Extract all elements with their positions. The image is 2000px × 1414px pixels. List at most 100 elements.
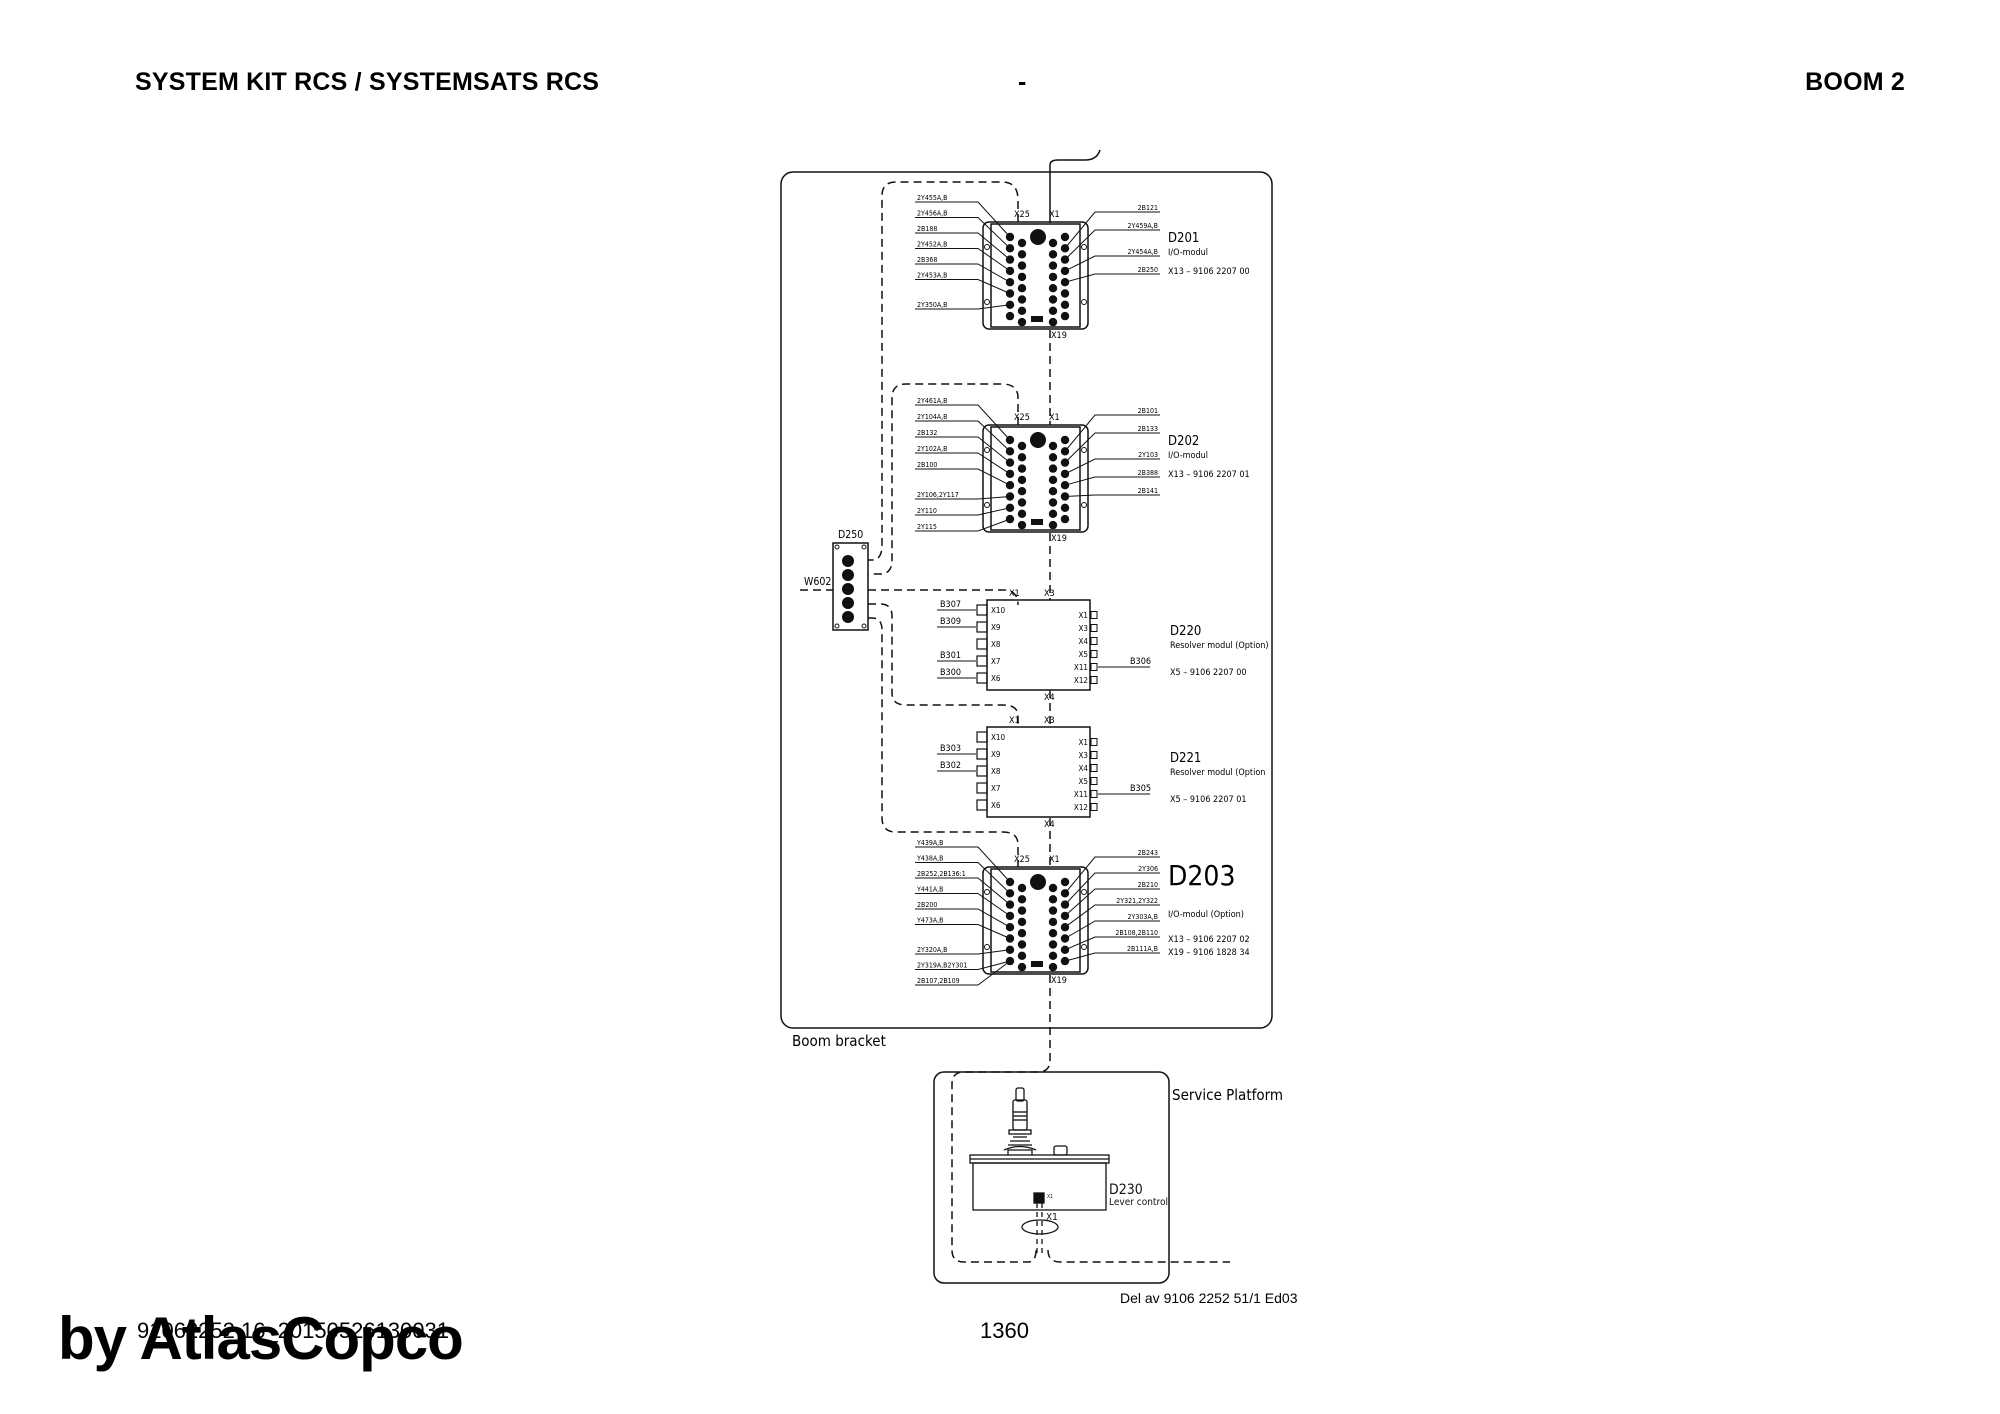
port-label: X6 — [991, 674, 1001, 683]
port-label: X4 — [1044, 820, 1055, 830]
pin — [1048, 453, 1058, 462]
module-part-number: X13 – 9106 2207 01 — [1168, 470, 1250, 480]
port-label: X19 — [1051, 331, 1067, 341]
connector-x6 — [976, 672, 988, 684]
wire-label: Y439A,B — [916, 839, 944, 847]
section-title: BOOM 2 — [1805, 68, 1905, 96]
wire-label: 2B108,2B110 — [1115, 929, 1158, 937]
pin — [1048, 441, 1058, 451]
connector-x4 — [1090, 764, 1098, 772]
pin — [1060, 311, 1070, 321]
pin — [1048, 906, 1058, 915]
port-label: X9 — [991, 750, 1001, 759]
pin — [1048, 940, 1058, 949]
pin — [1048, 917, 1058, 927]
service-platform-label: Service Platform — [1172, 1086, 1283, 1104]
svg-text:X1: X1 — [1047, 1194, 1053, 1200]
wire-label: Y441A,B — [916, 886, 944, 894]
pin — [1017, 917, 1027, 927]
pin — [1017, 464, 1027, 473]
pin — [1017, 951, 1027, 960]
connector-x8 — [976, 765, 988, 777]
port-label: X7 — [991, 657, 1001, 666]
module-title: I/O-modul — [1168, 248, 1208, 258]
wire-label: 2B252,2B136:1 — [917, 870, 966, 878]
lever-control-id: D230 — [1109, 1182, 1143, 1198]
wire-label: 2Y452A,B — [917, 241, 948, 249]
pin — [1048, 238, 1058, 248]
pin — [1060, 232, 1070, 242]
wire-label: 2B132 — [917, 429, 937, 437]
wire-label: 2B188 — [917, 225, 937, 233]
pin — [1048, 895, 1058, 904]
wire-label: B309 — [940, 617, 961, 627]
connector-x5 — [1090, 777, 1098, 785]
port-label: X4 — [1078, 764, 1088, 773]
connector-x12 — [1090, 803, 1098, 811]
pin — [1017, 929, 1027, 938]
wire-label: B301 — [940, 651, 961, 661]
connector-x1 — [1090, 738, 1098, 746]
connector-x1 — [1090, 611, 1098, 619]
pin — [1017, 441, 1027, 451]
connector-x10 — [976, 604, 988, 616]
pin — [1060, 503, 1070, 512]
document-id: 91062252 16_20150526130031 — [137, 1318, 449, 1343]
wire-label: 2Y459A,B — [1128, 222, 1159, 230]
port-label: X1 — [1049, 210, 1060, 220]
wire-label: 2Y104A,B — [917, 413, 948, 421]
lever-control-title: Lever control — [1109, 1197, 1168, 1208]
pin — [1048, 487, 1058, 496]
port-label: X12 — [1074, 803, 1088, 812]
pin — [1017, 895, 1027, 904]
pin — [1048, 951, 1058, 960]
header-separator: - — [1018, 68, 1027, 96]
wire-label: 2Y456A,B — [917, 210, 948, 218]
connector-x4 — [1090, 637, 1098, 645]
module-title: I/O-modul — [1168, 451, 1208, 461]
pin — [1048, 929, 1058, 938]
port-label: X25 — [1014, 210, 1030, 220]
port-label: X8 — [991, 767, 1001, 776]
pin — [1017, 284, 1027, 293]
wire-label: B307 — [940, 600, 961, 610]
port-label: X7 — [991, 784, 1001, 793]
port-label: X25 — [1014, 413, 1030, 423]
pin — [1048, 272, 1058, 282]
port-label: X8 — [991, 640, 1001, 649]
pin — [1017, 520, 1027, 530]
pin — [1048, 295, 1058, 304]
wire-label: 2Y102A,B — [917, 445, 948, 453]
connector-x8 — [976, 638, 988, 650]
wire-label: 2Y106,2Y117 — [917, 491, 959, 499]
module-part-number: X13 – 9106 2207 02 — [1168, 935, 1250, 945]
port-label: X6 — [991, 801, 1001, 810]
wire-label: 2B111A,B — [1127, 945, 1158, 953]
module-id: D203 — [1168, 859, 1235, 892]
pin — [1017, 250, 1027, 259]
pin — [1017, 306, 1027, 315]
pin — [1017, 295, 1027, 304]
wire-label: 2B101 — [1138, 407, 1158, 415]
port-label: X1 — [1009, 589, 1020, 599]
pin — [1048, 520, 1058, 530]
wire-label: 2Y319A,B2Y301 — [917, 962, 967, 970]
pin — [1017, 475, 1027, 485]
port-label: X3 — [1044, 589, 1055, 599]
service-platform-frame — [933, 1071, 1170, 1284]
module-title: I/O-modul (Option) — [1168, 910, 1244, 920]
pin — [1048, 284, 1058, 293]
brand-watermark: by AtlasCopco — [58, 1305, 464, 1372]
port-label: X1 — [1009, 716, 1020, 726]
port-label: X12 — [1074, 676, 1088, 685]
pin — [1048, 883, 1058, 893]
wire-label: 2B107,2B109 — [917, 977, 960, 985]
module-title: Resolver modul (Option — [1170, 768, 1265, 778]
pin — [1048, 464, 1058, 473]
port-label: X3 — [1078, 624, 1088, 633]
junction-cable: W602 — [804, 576, 831, 588]
module-part-number: X5 – 9106 2207 00 — [1170, 668, 1247, 678]
connector-x9 — [976, 621, 988, 633]
port-label: X1 — [1078, 611, 1088, 620]
